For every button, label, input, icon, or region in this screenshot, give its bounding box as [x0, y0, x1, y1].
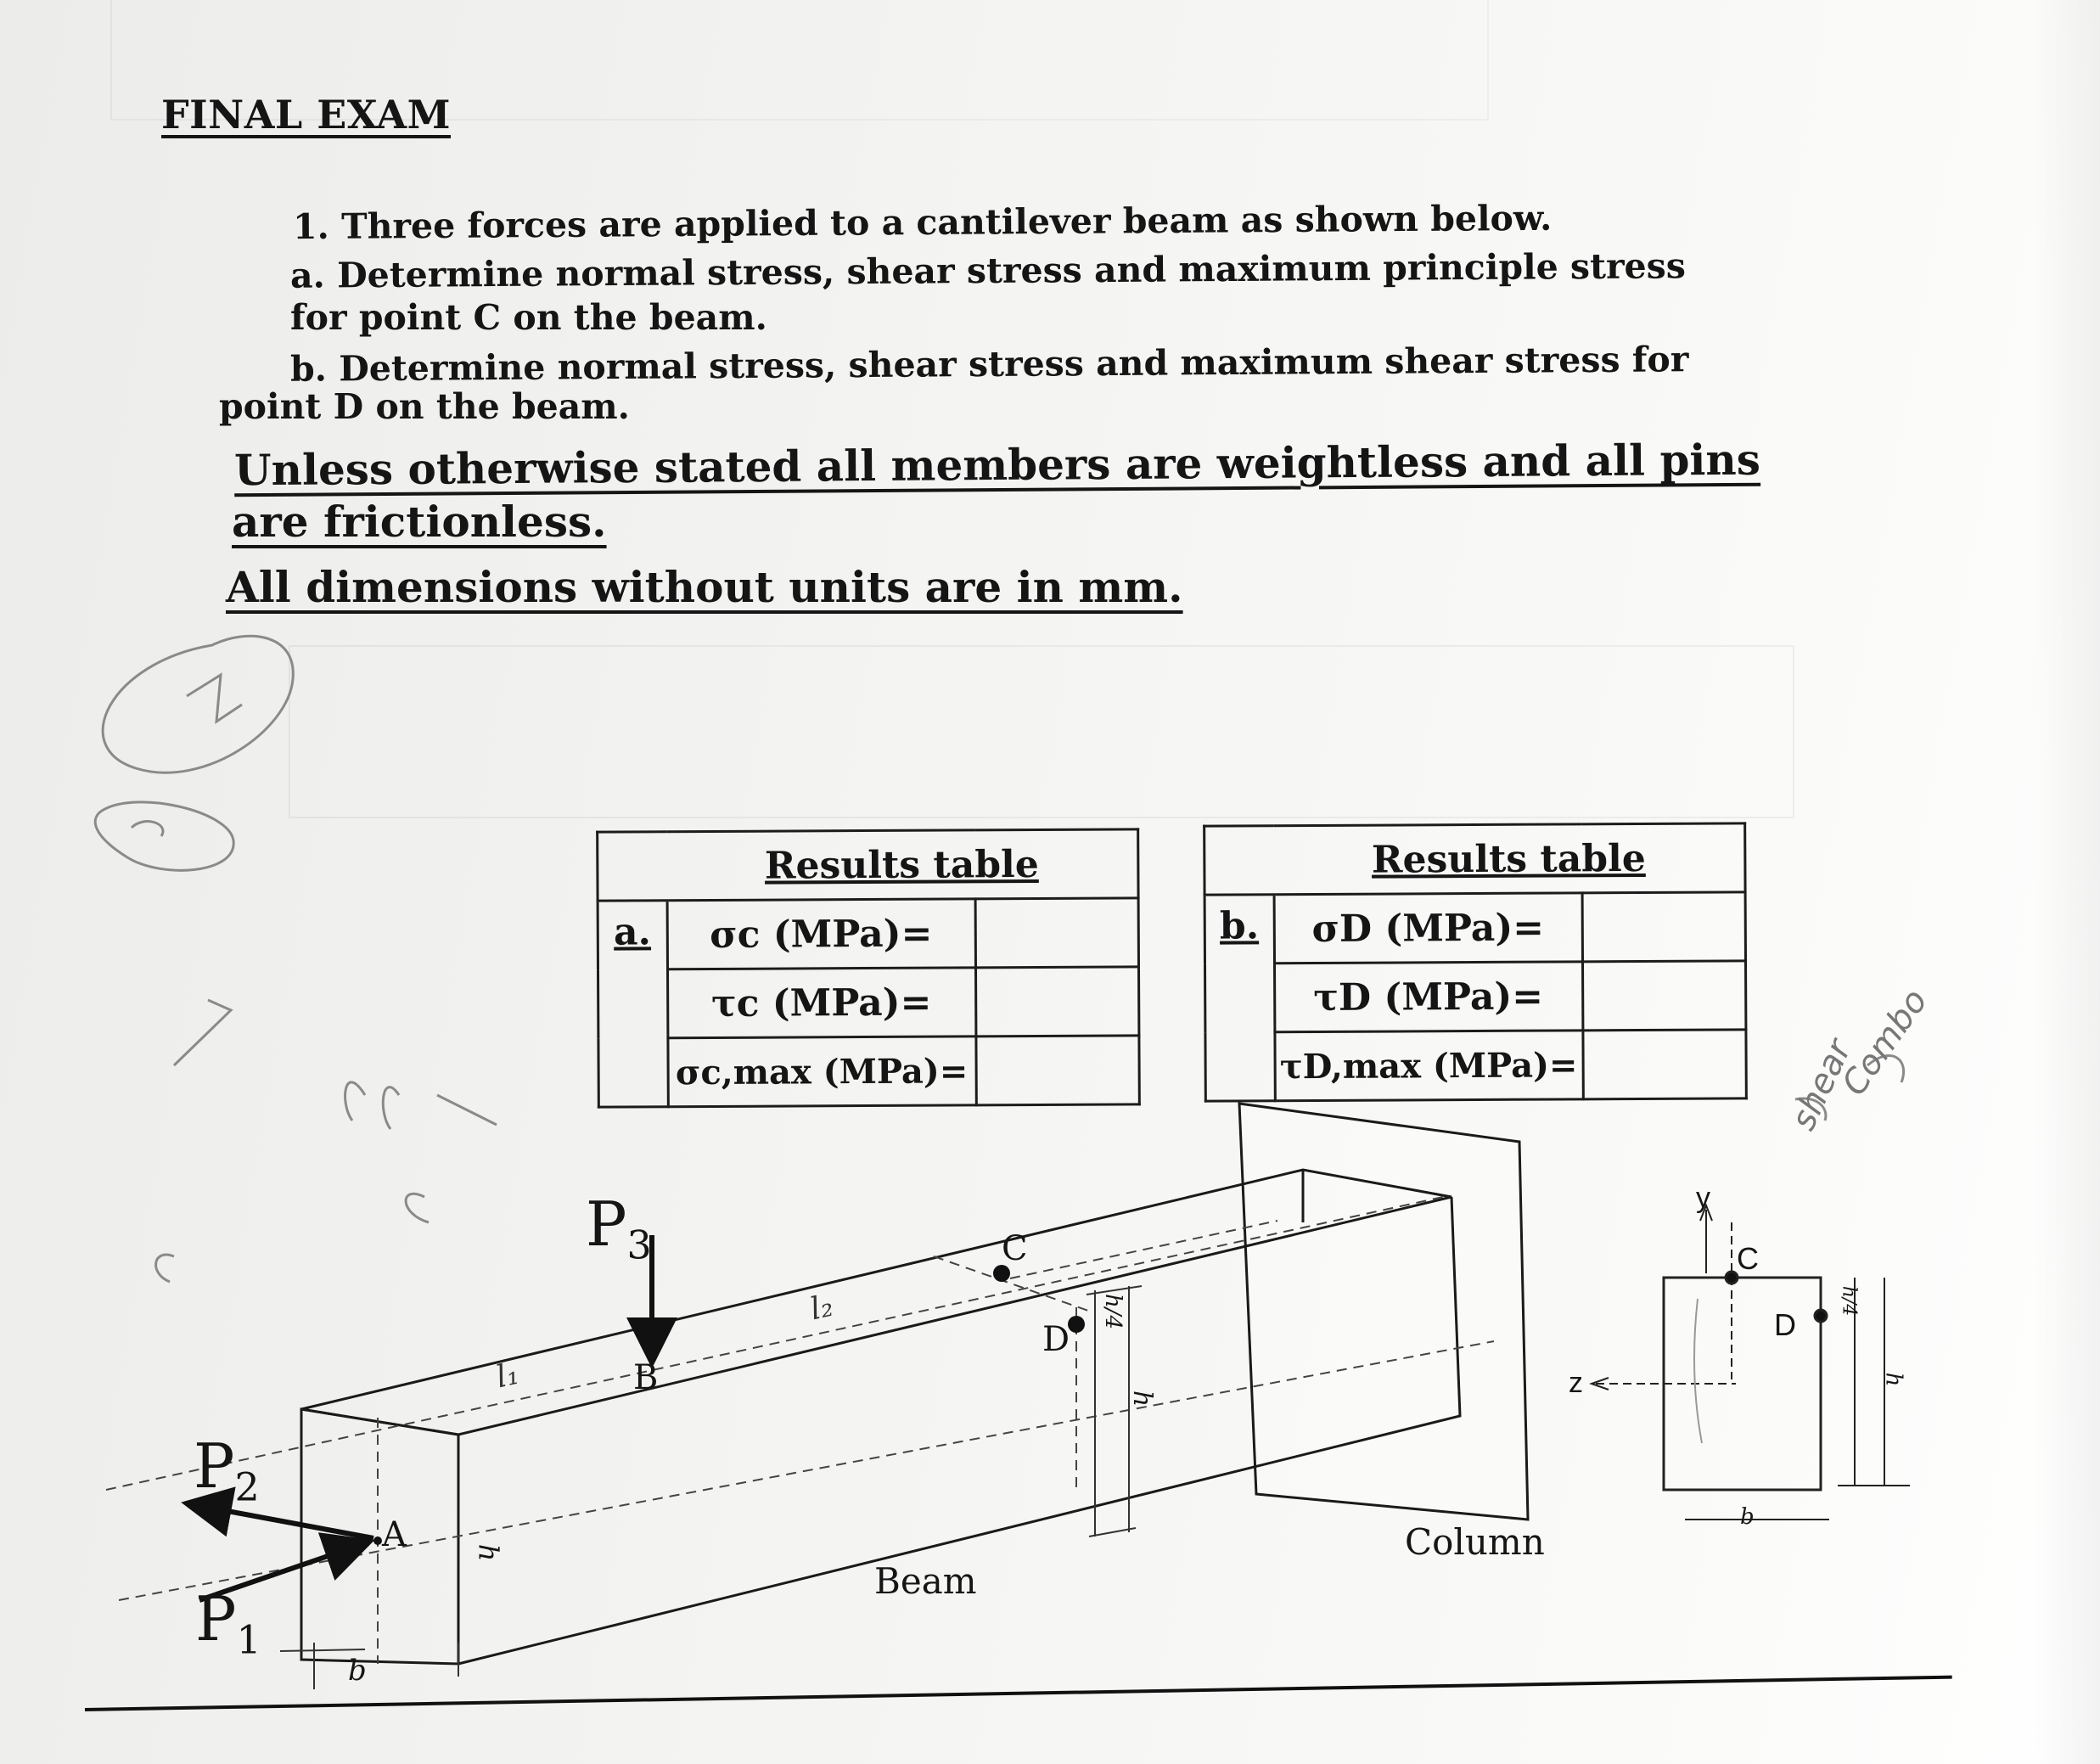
label-p1-sub: 1 [236, 1616, 261, 1663]
label-cs-h-quarter: h/4 [1838, 1285, 1860, 1317]
label-point-c: C [1002, 1229, 1028, 1268]
label-p1-letter: P [195, 1583, 237, 1654]
label-cs-b: b [1740, 1504, 1755, 1530]
label-h-beam: h [472, 1543, 505, 1562]
force-p1-arrow [199, 1532, 375, 1603]
label-cs-d: D [1774, 1307, 1796, 1342]
label-point-a: A [382, 1515, 407, 1554]
column-wall [1238, 1102, 1530, 1521]
bleed-through-box [110, 0, 1489, 121]
label-beam: Beam [874, 1560, 977, 1602]
label-point-b: B [633, 1358, 659, 1397]
label-p2: P2 [194, 1430, 260, 1509]
label-cs-c: C [1737, 1241, 1759, 1276]
label-column: Column [1405, 1521, 1545, 1563]
label-p3-sub: 3 [626, 1222, 652, 1268]
question-line-5: point D on the beam. [219, 386, 630, 427]
label-point-d: D [1042, 1320, 1070, 1359]
note-line-3: All dimensions without units are in mm. [226, 562, 1183, 612]
question-line-3: for point C on the beam. [290, 297, 767, 338]
label-z-axis: z [1569, 1367, 1583, 1399]
label-p3-letter: P [586, 1188, 627, 1260]
pencil-marks [93, 634, 1906, 1284]
label-p1: P1 [195, 1583, 261, 1662]
label-p2-sub: 2 [234, 1463, 260, 1510]
point-d-marker [1068, 1316, 1085, 1333]
bleed-through-table [289, 645, 1794, 818]
point-a-marker [373, 1536, 382, 1545]
label-h-quarter-beam: h/4 [1100, 1293, 1126, 1330]
paper-edge-shadow [2032, 0, 2100, 1764]
label-p3: P3 [586, 1188, 652, 1267]
label-cs-h: h [1880, 1372, 1906, 1387]
label-h-beam-right: h [1127, 1390, 1158, 1407]
note-line-2: are frictionless. [232, 497, 607, 547]
label-b-beam: b [348, 1654, 367, 1688]
cross-section [1588, 1203, 1910, 1520]
point-c-marker [993, 1265, 1010, 1282]
label-y-axis: y [1696, 1182, 1710, 1214]
label-p2-letter: P [194, 1430, 235, 1502]
beam-dimension-lines [279, 1285, 1143, 1689]
exam-title: FINAL EXAM [161, 92, 451, 138]
